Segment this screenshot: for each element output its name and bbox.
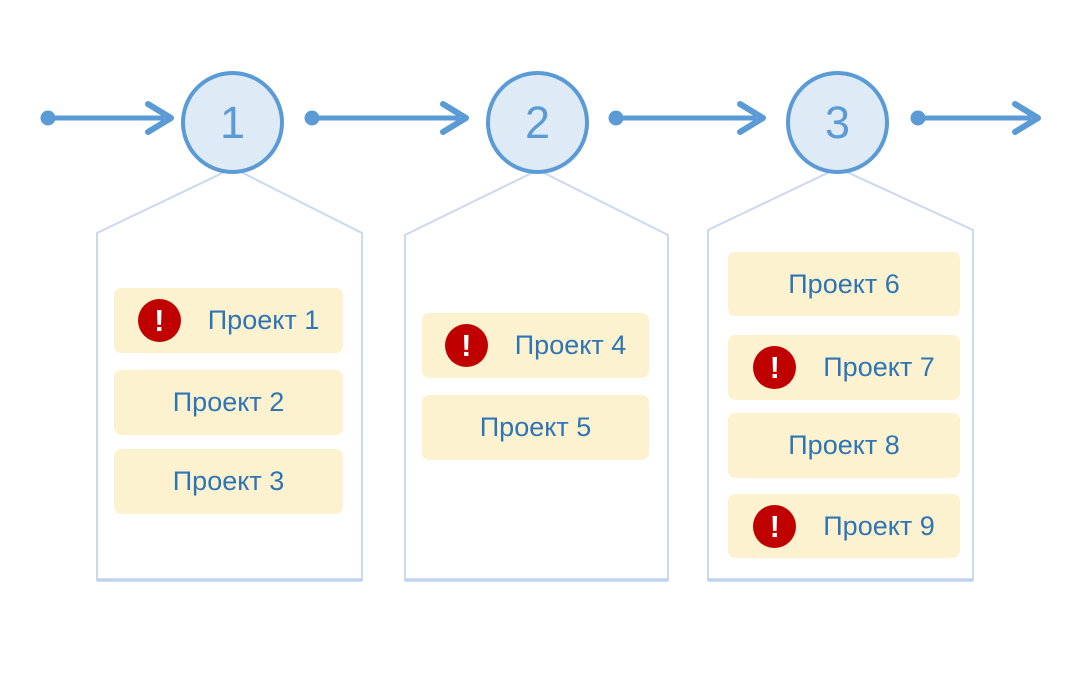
project-label: Проект 6 <box>788 268 900 299</box>
project-label: Проект 4 <box>514 330 627 360</box>
stage-node-3: 3 <box>786 71 889 174</box>
stage-number: 2 <box>524 96 551 148</box>
project-label: Проект 1 <box>207 305 320 335</box>
project-item: ! Проект 1 <box>114 288 343 353</box>
flow-arrow-4 <box>910 101 1041 135</box>
project-item: Проект 2 <box>114 370 343 435</box>
flow-arrow-3 <box>608 101 766 135</box>
flow-arrow-1 <box>40 101 174 135</box>
stage-node-2: 2 <box>486 71 589 174</box>
alert-icon: ! <box>444 324 488 367</box>
alert-icon: ! <box>137 299 181 342</box>
project-item: Проект 3 <box>114 449 343 514</box>
alert-icon: ! <box>753 346 797 389</box>
alert-icon: ! <box>753 504 797 548</box>
project-item: Проект 5 <box>422 395 649 460</box>
project-item: Проект 8 <box>728 413 960 478</box>
project-label: Проект 2 <box>172 387 285 417</box>
project-label: Проект 7 <box>823 352 935 382</box>
stage-number: 3 <box>824 96 851 148</box>
project-item: ! Проект 4 <box>422 313 649 378</box>
project-label: Проект 9 <box>823 510 935 541</box>
project-item: ! Проект 7 <box>728 335 960 400</box>
project-label: Проект 3 <box>172 466 285 496</box>
project-label: Проект 5 <box>479 412 592 442</box>
project-item: ! Проект 9 <box>728 494 960 558</box>
stage-node-1: 1 <box>181 71 284 174</box>
project-item: Проект 6 <box>728 252 960 316</box>
stage-number: 1 <box>219 96 246 148</box>
project-label: Проект 8 <box>788 430 900 460</box>
flow-arrow-2 <box>304 101 469 135</box>
